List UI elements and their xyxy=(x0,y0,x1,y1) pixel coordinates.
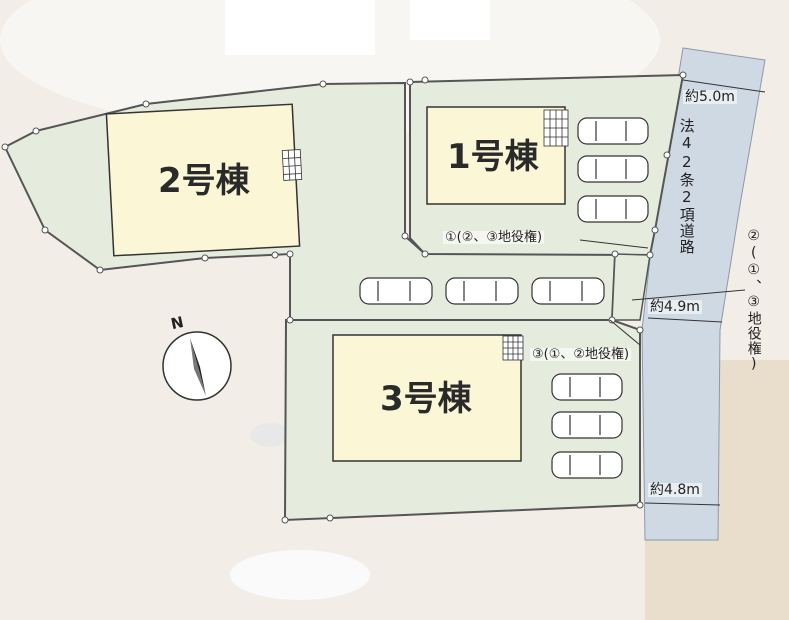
road-width-bottom: 約4.8m xyxy=(648,482,702,498)
car xyxy=(531,277,605,305)
entry-grid-2 xyxy=(281,149,303,181)
road-width-top: 約5.0m xyxy=(683,89,737,105)
entry-grid-3 xyxy=(502,335,524,361)
car xyxy=(551,373,623,401)
dimension-lines xyxy=(579,79,766,506)
car xyxy=(445,277,519,305)
building-3-label: 3号棟 xyxy=(380,379,472,419)
car xyxy=(359,277,433,305)
car xyxy=(577,155,649,183)
easement-lot-2: ②(①、③地役権) xyxy=(745,228,762,373)
car xyxy=(577,117,649,145)
north-compass xyxy=(162,331,232,401)
entry-grid-1 xyxy=(543,109,569,147)
building-2-label: 2号棟 xyxy=(158,161,250,201)
road-width-middle: 約4.9m xyxy=(648,299,702,315)
easement-lot-1: ①(②、③地役権) xyxy=(443,230,545,245)
road-type-label: 法42条2項道路 xyxy=(677,118,696,255)
boundary-markers xyxy=(1,71,687,524)
building-1-footprint xyxy=(426,106,566,205)
building-1-label: 1号棟 xyxy=(447,137,539,177)
car xyxy=(577,195,649,223)
driveway-easement xyxy=(611,253,651,321)
easement-lot-3: ③(①、②地役権) xyxy=(530,347,632,362)
car xyxy=(551,411,623,439)
car xyxy=(551,451,623,479)
building-3-footprint xyxy=(332,334,522,462)
parking-cars xyxy=(359,117,649,479)
